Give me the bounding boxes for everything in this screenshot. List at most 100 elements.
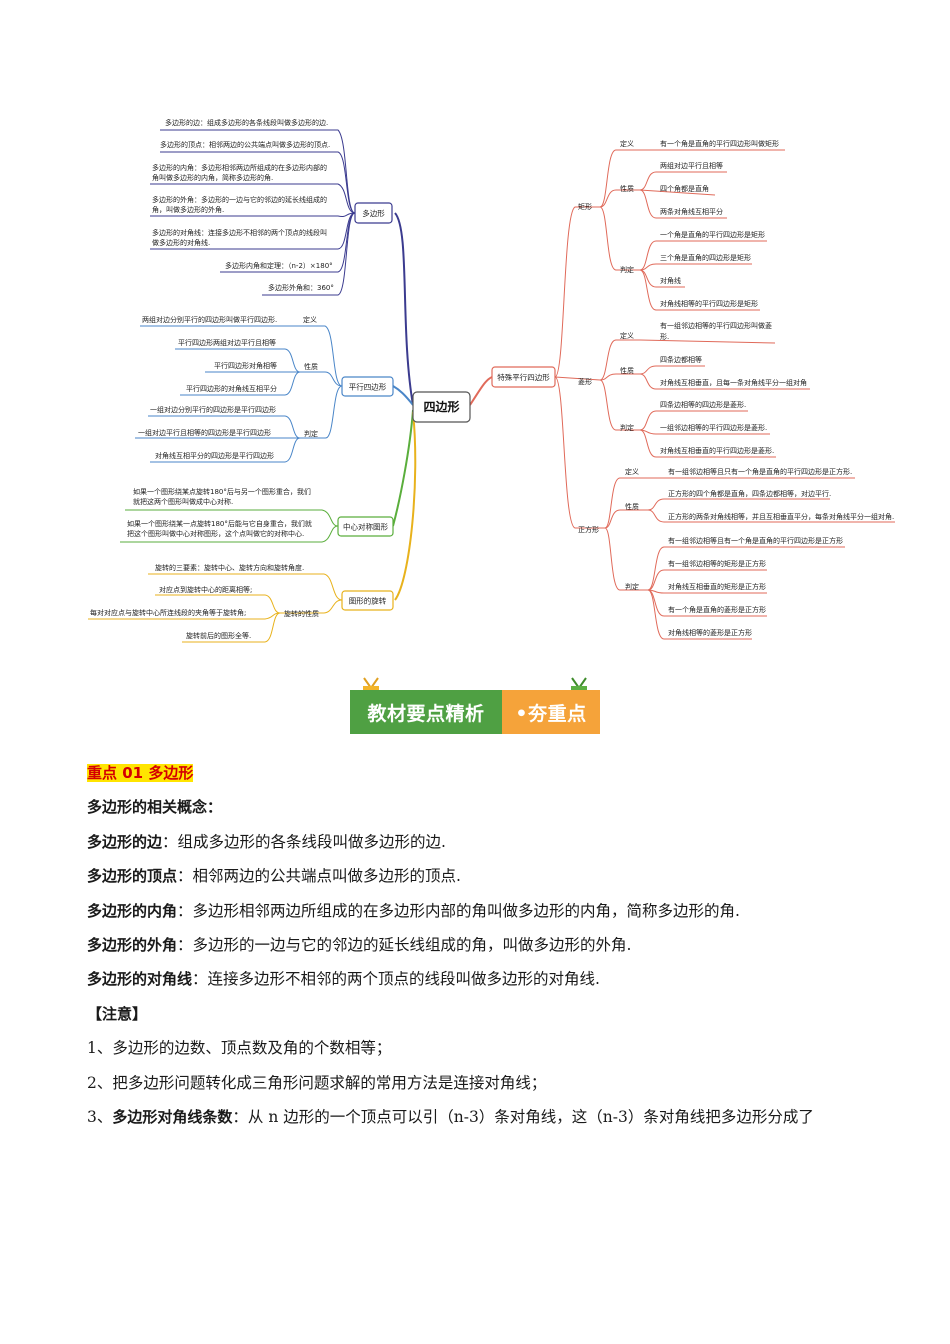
concept-text: ：连接多边形不相邻的两个顶点的线段叫做多边形的对角线. bbox=[192, 970, 600, 989]
banner-left-text: 教材要点精析 bbox=[367, 702, 485, 725]
square-judge-3: 对角线互相垂直的矩形是正方形 bbox=[668, 582, 766, 591]
rotation-prop-2: 每对对应点与旋转中心所连线段的夹角等于旋转角; bbox=[90, 608, 246, 617]
central-item-1b: 就把这两个图形叫做成中心对称. bbox=[133, 497, 233, 506]
rhombus-definition-2: 形. bbox=[660, 333, 669, 341]
rectangle-label: 矩形 bbox=[578, 202, 592, 211]
square-judge-5: 对角线相等的菱形是正方形 bbox=[668, 628, 752, 637]
parallelogram-def-label: 定义 bbox=[303, 315, 317, 324]
parallelogram-prop-1: 平行四边形两组对边平行且相等 bbox=[178, 338, 276, 347]
polygon-item-edge: 多边形的边：组成多边形的各条线段叫做多边形的边. bbox=[165, 118, 328, 127]
rhombus-judge-label: 判定 bbox=[620, 423, 634, 432]
parallelogram-label: 平行四边形 bbox=[349, 382, 387, 392]
section-banner: 教材要点精析 •夯重点 bbox=[350, 677, 600, 734]
concepts-title: 多边形的相关概念： bbox=[87, 798, 223, 817]
banner-left: 教材要点精析 bbox=[350, 690, 502, 734]
rhombus-judge-1: 四条边相等的四边形是菱形. bbox=[660, 400, 746, 409]
parallelogram-prop-3: 平行四边形的对角线互相平分 bbox=[186, 384, 277, 393]
concept-line-diagonal: 多边形的对角线：连接多边形不相邻的两个顶点的线段叫做多边形的对角线. bbox=[87, 962, 877, 996]
polygon-item-diagonal-2: 做多边形的对角线. bbox=[152, 238, 210, 247]
note-3-text: ：从 n 边形的一个顶点可以引（n-3）条对角线，这（n-3）条对角线把多边形分… bbox=[232, 1108, 814, 1127]
polygon-label: 多边形 bbox=[362, 208, 385, 218]
concept-text: ：相邻两边的公共端点叫做多边形的顶点. bbox=[177, 867, 461, 886]
central-symmetry-node bbox=[337, 516, 394, 537]
rectangle-judge-3: 对角线 bbox=[660, 276, 681, 285]
concept-line-vertex: 多边形的顶点：相邻两边的公共端点叫做多边形的顶点. bbox=[87, 859, 877, 893]
rhombus-def-label: 定义 bbox=[620, 331, 634, 340]
rectangle-judge-1: 一个角是直角的平行四边形是矩形 bbox=[660, 230, 765, 239]
parallelogram-judge-2: 一组对边平行且相等的四边形是平行四边形 bbox=[138, 428, 271, 437]
rectangle-judge-4: 对角线相等的平行四边形是矩形 bbox=[660, 299, 758, 308]
root-label: 四边形 bbox=[423, 399, 459, 414]
rhombus-judge-3: 对角线互相垂直的平行四边形是菱形. bbox=[660, 446, 774, 455]
polygon-item-diagonal-1: 多边形的对角线：连接多边形不相邻的两个顶点的线段叫 bbox=[152, 228, 327, 237]
parallelogram-node bbox=[341, 376, 394, 397]
rotation-elements: 旋转的三要素：旋转中心、旋转方向和旋转角度. bbox=[155, 563, 304, 572]
rhombus-prop-1: 四条边都相等 bbox=[660, 355, 702, 364]
square-judge-4: 有一个角是直角的菱形是正方形 bbox=[668, 605, 766, 614]
rhombus-label: 菱形 bbox=[578, 377, 592, 386]
rectangle-prop-1: 两组对边平行且相等 bbox=[660, 161, 723, 170]
concept-term: 多边形的内角 bbox=[87, 901, 178, 920]
square-label: 正方形 bbox=[578, 525, 599, 534]
central-item-1a: 如果一个图形绕某点旋转180°后与另一个图形重合，我们 bbox=[133, 487, 311, 496]
concept-term: 多边形的边 bbox=[87, 832, 163, 851]
polygon-item-interior-2: 角叫做多边形的内角，简称多边形的角. bbox=[152, 173, 273, 182]
rhombus-definition-1: 有一组邻边相等的平行四边形叫做菱 bbox=[660, 321, 772, 330]
rotation-prop-label: 旋转的性质 bbox=[284, 609, 319, 618]
rectangle-prop-label: 性质 bbox=[620, 184, 634, 193]
parallelogram-prop-label: 性质 bbox=[304, 362, 318, 371]
square-judge-2: 有一组邻边相等的矩形是正方形 bbox=[668, 559, 766, 568]
concept-term: 多边形的外角 bbox=[87, 936, 178, 955]
note-2: 2、把多边形问题转化成三角形问题求解的常用方法是连接对角线； bbox=[87, 1073, 547, 1092]
square-judge-1: 有一组邻边相等且有一个角是直角的平行四边形是正方形 bbox=[668, 536, 843, 545]
rhombus-prop-label: 性质 bbox=[620, 366, 634, 375]
polygon-item-exterior-sum: 多边形外角和：360° bbox=[268, 283, 334, 292]
rectangle-definition: 有一个角是直角的平行四边形叫做矩形 bbox=[660, 139, 779, 148]
polygon-item-vertex: 多边形的顶点：相邻两边的公共端点叫做多边形的顶点. bbox=[160, 140, 330, 149]
polygon-item-interior-sum: 多边形内角和定理：（n-2）×180° bbox=[225, 261, 333, 270]
note-3: 3、多边形对角线条数：从 n 边形的一个顶点可以引（n-3）条对角线，这（n-3… bbox=[87, 1100, 877, 1134]
concept-line-exterior-angle: 多边形的外角：多边形的一边与它的邻边的延长线组成的角，叫做多边形的外角. bbox=[87, 928, 877, 962]
special-parallelogram-label: 特殊平行四边形 bbox=[497, 372, 550, 382]
concept-term: 多边形的顶点 bbox=[87, 867, 178, 886]
note-3-prefix: 3、 bbox=[87, 1108, 113, 1127]
rectangle-def-label: 定义 bbox=[620, 139, 634, 148]
rotation-node bbox=[341, 590, 394, 611]
square-def-label: 定义 bbox=[625, 467, 639, 476]
document-body: 重点 01 多边形 多边形的相关概念： 多边形的边：组成多边形的各条线段叫做多边… bbox=[87, 756, 877, 1134]
polygon-item-interior-1: 多边形的内角：多边形相邻两边所组成的在多边形内部的 bbox=[152, 163, 327, 172]
section-heading: 重点 01 多边形 bbox=[87, 764, 194, 782]
central-symmetry-label: 中心对称图形 bbox=[343, 522, 388, 532]
rhombus-prop-2: 对角线互相垂直，且每一条对角线平分一组对角 bbox=[660, 378, 807, 387]
rhombus-judge-2: 一组邻边相等的平行四边形是菱形. bbox=[660, 423, 767, 432]
rectangle-judge-label: 判定 bbox=[620, 265, 634, 274]
concept-term: 多边形的对角线 bbox=[87, 970, 193, 989]
root-node bbox=[412, 391, 471, 423]
parallelogram-judge-3: 对角线互相平分的四边形是平行四边形 bbox=[155, 451, 274, 460]
central-item-2b: 把这个图形叫做中心对称图形，这个点叫做它的对称中心. bbox=[127, 529, 304, 538]
central-item-2a: 如果一个图形绕某一点旋转180°后能与它自身重合，我们就 bbox=[127, 519, 312, 528]
square-prop-2: 正方形的两条对角线相等，并且互相垂直平分，每条对角线平分一组对角. bbox=[668, 512, 894, 521]
note-3-term: 多边形对角线条数 bbox=[112, 1108, 233, 1127]
parallelogram-prop-2: 平行四边形对角相等 bbox=[214, 361, 277, 370]
rectangle-prop-2: 四个角都是直角 bbox=[660, 184, 709, 193]
concept-line-interior-angle: 多边形的内角：多边形相邻两边所组成的在多边形内部的角叫做多边形的内角，简称多边形… bbox=[87, 894, 877, 928]
rectangle-prop-3: 两条对角线互相平分 bbox=[660, 207, 723, 216]
square-prop-1: 正方形的四个角都是直角，四条边都相等，对边平行. bbox=[668, 489, 831, 498]
banner-right: •夯重点 bbox=[502, 690, 600, 734]
note-title: 【注意】 bbox=[87, 1004, 148, 1023]
parallelogram-judge-label: 判定 bbox=[304, 429, 318, 438]
polygon-node bbox=[354, 202, 393, 224]
polygon-item-exterior-2: 角，叫做多边形的外角. bbox=[152, 205, 224, 214]
banner-right-text: •夯重点 bbox=[515, 702, 587, 725]
rotation-label: 图形的旋转 bbox=[349, 596, 387, 606]
square-prop-label: 性质 bbox=[625, 502, 639, 511]
mind-map: 四边形 多边形 多边形的边：组成多边形的各条线段叫做多边形的边. 多边形的顶点：… bbox=[88, 118, 895, 643]
concept-text: ：多边形相邻两边所组成的在多边形内部的角叫做多边形的内角，简称多边形的角. bbox=[177, 901, 740, 920]
rotation-prop-3: 旋转前后的图形全等. bbox=[186, 631, 251, 640]
concept-text: ：组成多边形的各条线段叫做多边形的边. bbox=[162, 832, 446, 851]
parallelogram-definition: 两组对边分别平行的四边形叫做平行四边形. bbox=[142, 315, 277, 324]
special-parallelogram-node bbox=[491, 366, 556, 388]
concept-line-edge: 多边形的边：组成多边形的各条线段叫做多边形的边. bbox=[87, 825, 877, 859]
note-1: 1、多边形的边数、顶点数及角的个数相等； bbox=[87, 1039, 392, 1058]
